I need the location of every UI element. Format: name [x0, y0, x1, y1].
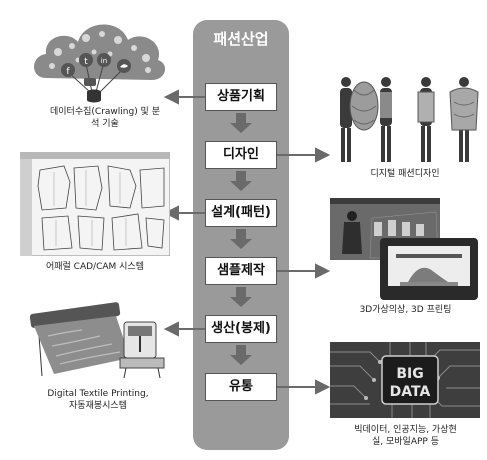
- caption-virtual-3d: 3D가상의상, 3D 프린팅: [359, 305, 452, 315]
- caption-cad: 어패럴 CAD/CAM 시스템: [45, 262, 144, 272]
- down-arrow-5: [230, 345, 252, 365]
- social-cloud-illustration: f t in: [34, 24, 166, 103]
- arrowhead-left-1: [163, 89, 179, 105]
- caption-digital-design: 디지털 패션디자인: [370, 169, 440, 179]
- down-arrow-2: [230, 171, 252, 191]
- step-sample: 샘플제작: [205, 257, 277, 285]
- svg-text:f: f: [66, 67, 70, 77]
- digital-design-figures-image: [330, 70, 480, 166]
- textile-printer-image: [29, 302, 165, 379]
- cad-screen-image: [20, 152, 170, 256]
- down-arrow-4: [230, 287, 252, 307]
- svg-text:in: in: [101, 57, 107, 65]
- chip-text-data: DATA: [390, 384, 431, 400]
- arrowhead-right-2: [315, 263, 331, 279]
- spine-title: 패션산업: [213, 30, 269, 48]
- chip-text-big: BIG: [396, 366, 423, 382]
- step-production: 생산(봉제): [205, 315, 277, 343]
- bigdata-chip-image: BIG DATA: [330, 342, 480, 418]
- caption-crawling-2: 석 기술: [91, 119, 119, 129]
- arrowhead-left-3: [163, 321, 179, 337]
- caption-textile-2: 자동재봉시스템: [69, 401, 127, 411]
- caption-textile-1: Digital Textile Printing,: [47, 389, 149, 399]
- caption-bigdata-1: 빅데이터, 인공지능, 가상현: [354, 425, 457, 435]
- arrowhead-right-3: [315, 379, 331, 395]
- linkedin-icon: [97, 53, 111, 67]
- facebook-icon: [61, 63, 75, 77]
- step-product-planning: 상품기획: [205, 83, 277, 111]
- youtube-icon: [84, 78, 96, 86]
- caption-bigdata-2: 실, 모바일APP 등: [372, 437, 439, 447]
- arrowhead-right-1: [315, 147, 331, 163]
- arrowhead-left-2: [163, 205, 179, 221]
- svg-text:t: t: [84, 57, 88, 67]
- chip-icon: [381, 355, 439, 405]
- down-arrow-3: [230, 229, 252, 249]
- virtual-3d-printing-image: [330, 198, 478, 300]
- down-arrow-1: [230, 113, 252, 133]
- step-pattern: 설계(패턴): [205, 199, 277, 227]
- step-distribution: 유통: [205, 373, 277, 401]
- caption-crawling-1: 데이터수집(Crawling) 및 분: [50, 107, 160, 117]
- step-design: 디자인: [205, 141, 277, 169]
- twitter-t-icon: [79, 53, 93, 67]
